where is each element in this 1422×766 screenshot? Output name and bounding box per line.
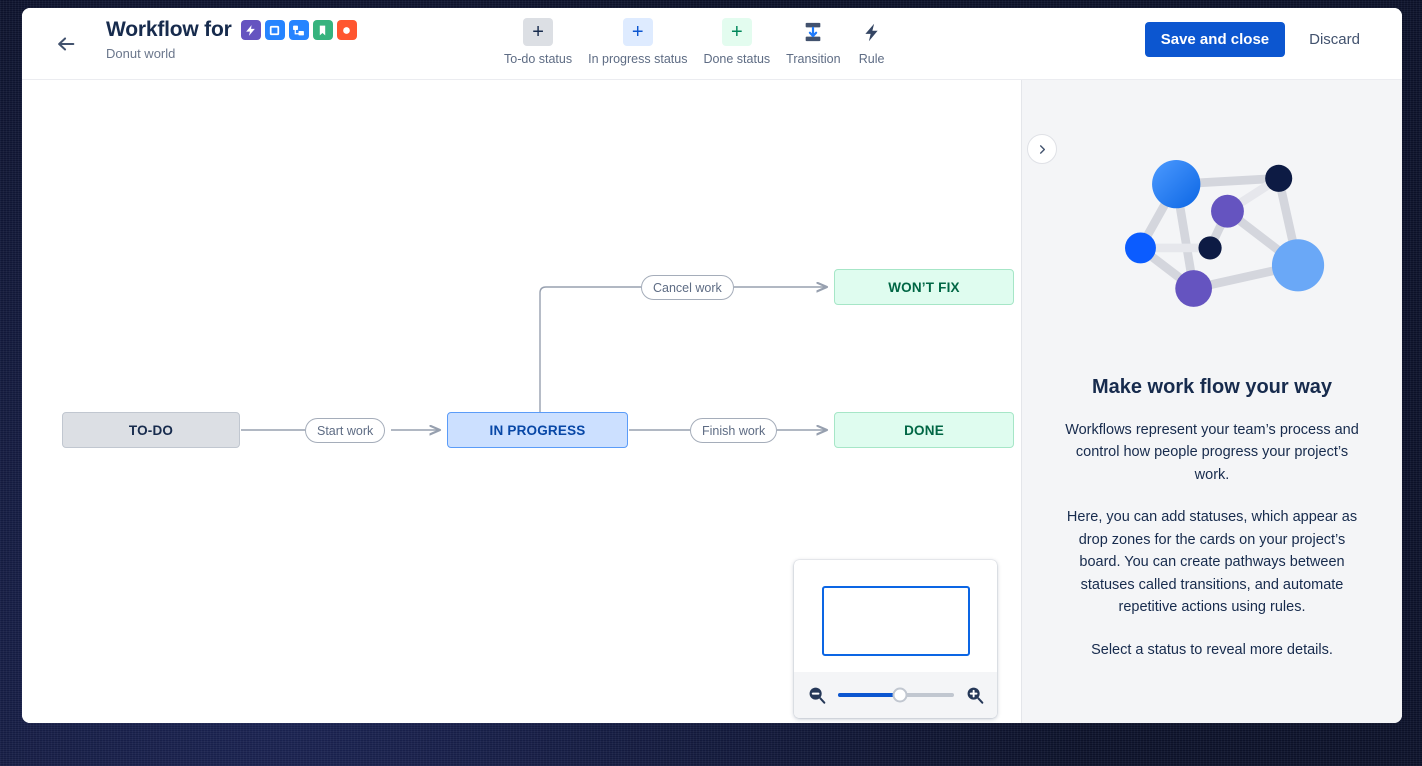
info-panel: Make work flow your way Workflows repres… [1021, 80, 1402, 723]
subtask-icon [288, 20, 309, 40]
zoom-in-icon[interactable] [964, 684, 986, 706]
panel-paragraph-2: Here, you can add statuses, which appear… [1066, 509, 1358, 616]
save-and-close-button[interactable]: Save and close [1144, 22, 1286, 57]
status-node-todo[interactable]: TO-DO [62, 412, 240, 448]
plus-icon: + [622, 18, 653, 46]
toolbar-label-rule: Rule [858, 52, 885, 66]
transition-icon [798, 18, 828, 46]
transition-label-cancel-work[interactable]: Cancel work [641, 275, 734, 300]
toolbar-item-todo-status[interactable]: + To-do status [496, 18, 580, 66]
minimap-panel[interactable] [794, 560, 997, 718]
discard-button[interactable]: Discard [1295, 22, 1374, 57]
zoom-slider-fill [837, 693, 901, 697]
page-title: Workflow for [106, 18, 232, 41]
bookmark-icon [312, 20, 333, 40]
panel-paragraph-3: Select a status to reveal more details. [1091, 641, 1333, 658]
status-node-done[interactable]: DONE [834, 412, 1014, 448]
status-node-in-progress[interactable]: IN PROGRESS [447, 412, 628, 448]
toolbar-item-inprogress-status[interactable]: + In progress status [580, 18, 695, 66]
toolbar-label-inprogress-status: In progress status [588, 52, 688, 66]
back-arrow-icon[interactable] [48, 28, 84, 60]
transition-label-text: Finish work [702, 423, 766, 438]
zoom-slider-handle[interactable] [892, 687, 908, 703]
panel-title: Make work flow your way [1091, 376, 1333, 398]
toolbar-item-rule[interactable]: Rule [849, 18, 895, 66]
toolbar-label-done-status: Done status [703, 52, 771, 66]
title-row: Workflow for [106, 18, 357, 42]
chevron-right-icon[interactable] [1027, 134, 1057, 164]
toolbar: + To-do status + In progress status + Do… [496, 18, 895, 66]
transition-label-text: Cancel work [653, 280, 722, 295]
title-icons [240, 20, 357, 40]
status-node-label: DONE [904, 422, 944, 438]
plus-icon: + [523, 18, 554, 46]
transition-label-finish-work[interactable]: Finish work [690, 418, 778, 443]
header-actions: Save and close Discard [1144, 22, 1374, 57]
page-subtitle: Donut world [106, 46, 176, 61]
plus-icon: + [721, 18, 752, 46]
bolt-icon [857, 18, 887, 46]
square-outline-icon [264, 20, 285, 40]
workflow-connectors [241, 80, 1021, 723]
workflow-editor-app: Workflow for [22, 8, 1402, 723]
app-header: Workflow for [22, 8, 1402, 80]
status-node-wont-fix[interactable]: WON’T FIX [834, 269, 1014, 305]
toolbar-item-done-status[interactable]: + Done status [695, 18, 778, 66]
toolbar-label-todo-status: To-do status [504, 52, 573, 66]
minimap-viewport[interactable] [822, 586, 970, 656]
status-node-label: WON’T FIX [888, 279, 960, 295]
circle-icon [336, 20, 357, 40]
status-node-label: IN PROGRESS [489, 422, 586, 438]
toolbar-item-transition[interactable]: Transition [778, 18, 848, 66]
toolbar-label-transition: Transition [786, 52, 841, 66]
title-block: Workflow for [106, 18, 357, 61]
bolt-icon [240, 20, 261, 40]
zoom-out-icon[interactable] [806, 684, 828, 706]
panel-paragraph-1: Workflows represent your team’s process … [1065, 422, 1359, 483]
status-node-label: TO-DO [128, 422, 174, 438]
zoom-controls [794, 672, 997, 718]
transition-label-text: Start work [317, 423, 374, 438]
workflow-network-illustration [1052, 120, 1372, 370]
zoom-slider[interactable] [837, 687, 954, 703]
workflow-canvas[interactable]: TO-DO IN PROGRESS DONE WON’T FIX Start w… [22, 80, 1021, 723]
app-body: TO-DO IN PROGRESS DONE WON’T FIX Start w… [22, 80, 1402, 723]
transition-label-start-work[interactable]: Start work [305, 418, 386, 443]
